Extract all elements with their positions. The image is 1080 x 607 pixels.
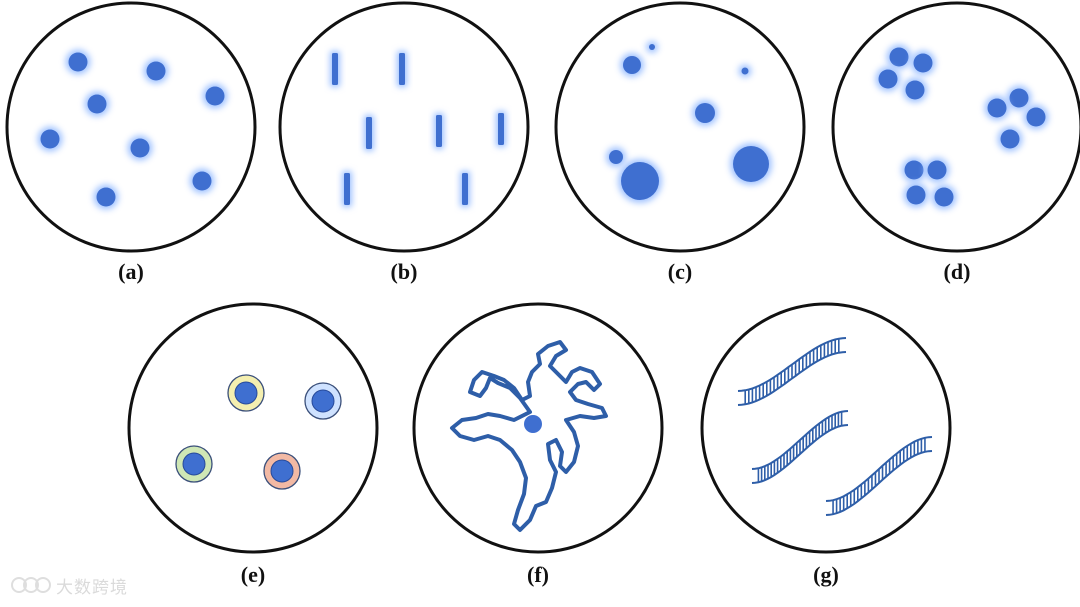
dot [128,136,153,161]
panel-d: (d) [833,3,1080,284]
panel-a: (a) [7,3,255,284]
dot [739,65,752,78]
rod [496,111,506,147]
dot [66,50,91,75]
panel-label: (f) [527,562,549,587]
panel-b: (b) [280,3,528,284]
nucleus-dot [524,415,542,433]
dot [144,59,169,84]
watermark-text: 大数跨境 [56,573,128,598]
dot [620,53,644,77]
dot [998,127,1023,152]
panel-circle [280,3,528,251]
dot [902,158,927,183]
ringed-dot [305,383,341,419]
panel-label: (b) [391,259,418,284]
dot [985,96,1010,121]
dot [904,183,929,208]
ringed-dot [228,375,264,411]
dot [692,100,718,126]
dot [618,159,662,203]
dot [1024,105,1049,130]
watermark-logo-icon [10,574,52,596]
rod [460,171,470,207]
watermark: 大数跨境 [10,572,128,598]
panel-e: (e) [129,304,377,587]
panel-circle [7,3,255,251]
panel-c: (c) [556,3,804,284]
dot [876,67,901,92]
dot [925,158,950,183]
dot [932,185,957,210]
panel-label: (c) [668,259,692,284]
rod [342,171,352,207]
panel-label: (a) [118,259,144,284]
dot [730,143,772,185]
panel-label: (d) [944,259,971,284]
dot [85,92,110,117]
dot [903,78,928,103]
dot [1007,86,1032,111]
panel-circle [129,304,377,552]
rod [364,115,374,151]
dot [203,84,228,109]
ringed-dot [176,446,212,482]
dot [94,185,119,210]
panel-circle [556,3,804,251]
panel-label: (g) [813,562,839,587]
dot [190,169,215,194]
dot [887,45,912,70]
dot [646,41,658,53]
panel-label: (e) [241,562,265,587]
rod [434,113,444,149]
dot [606,147,626,167]
dot [38,127,63,152]
rod [397,51,407,87]
rod [330,51,340,87]
panel-g: (g) [702,304,950,587]
panel-f: (f) [414,304,662,587]
ringed-dot [264,453,300,489]
dot [911,51,936,76]
